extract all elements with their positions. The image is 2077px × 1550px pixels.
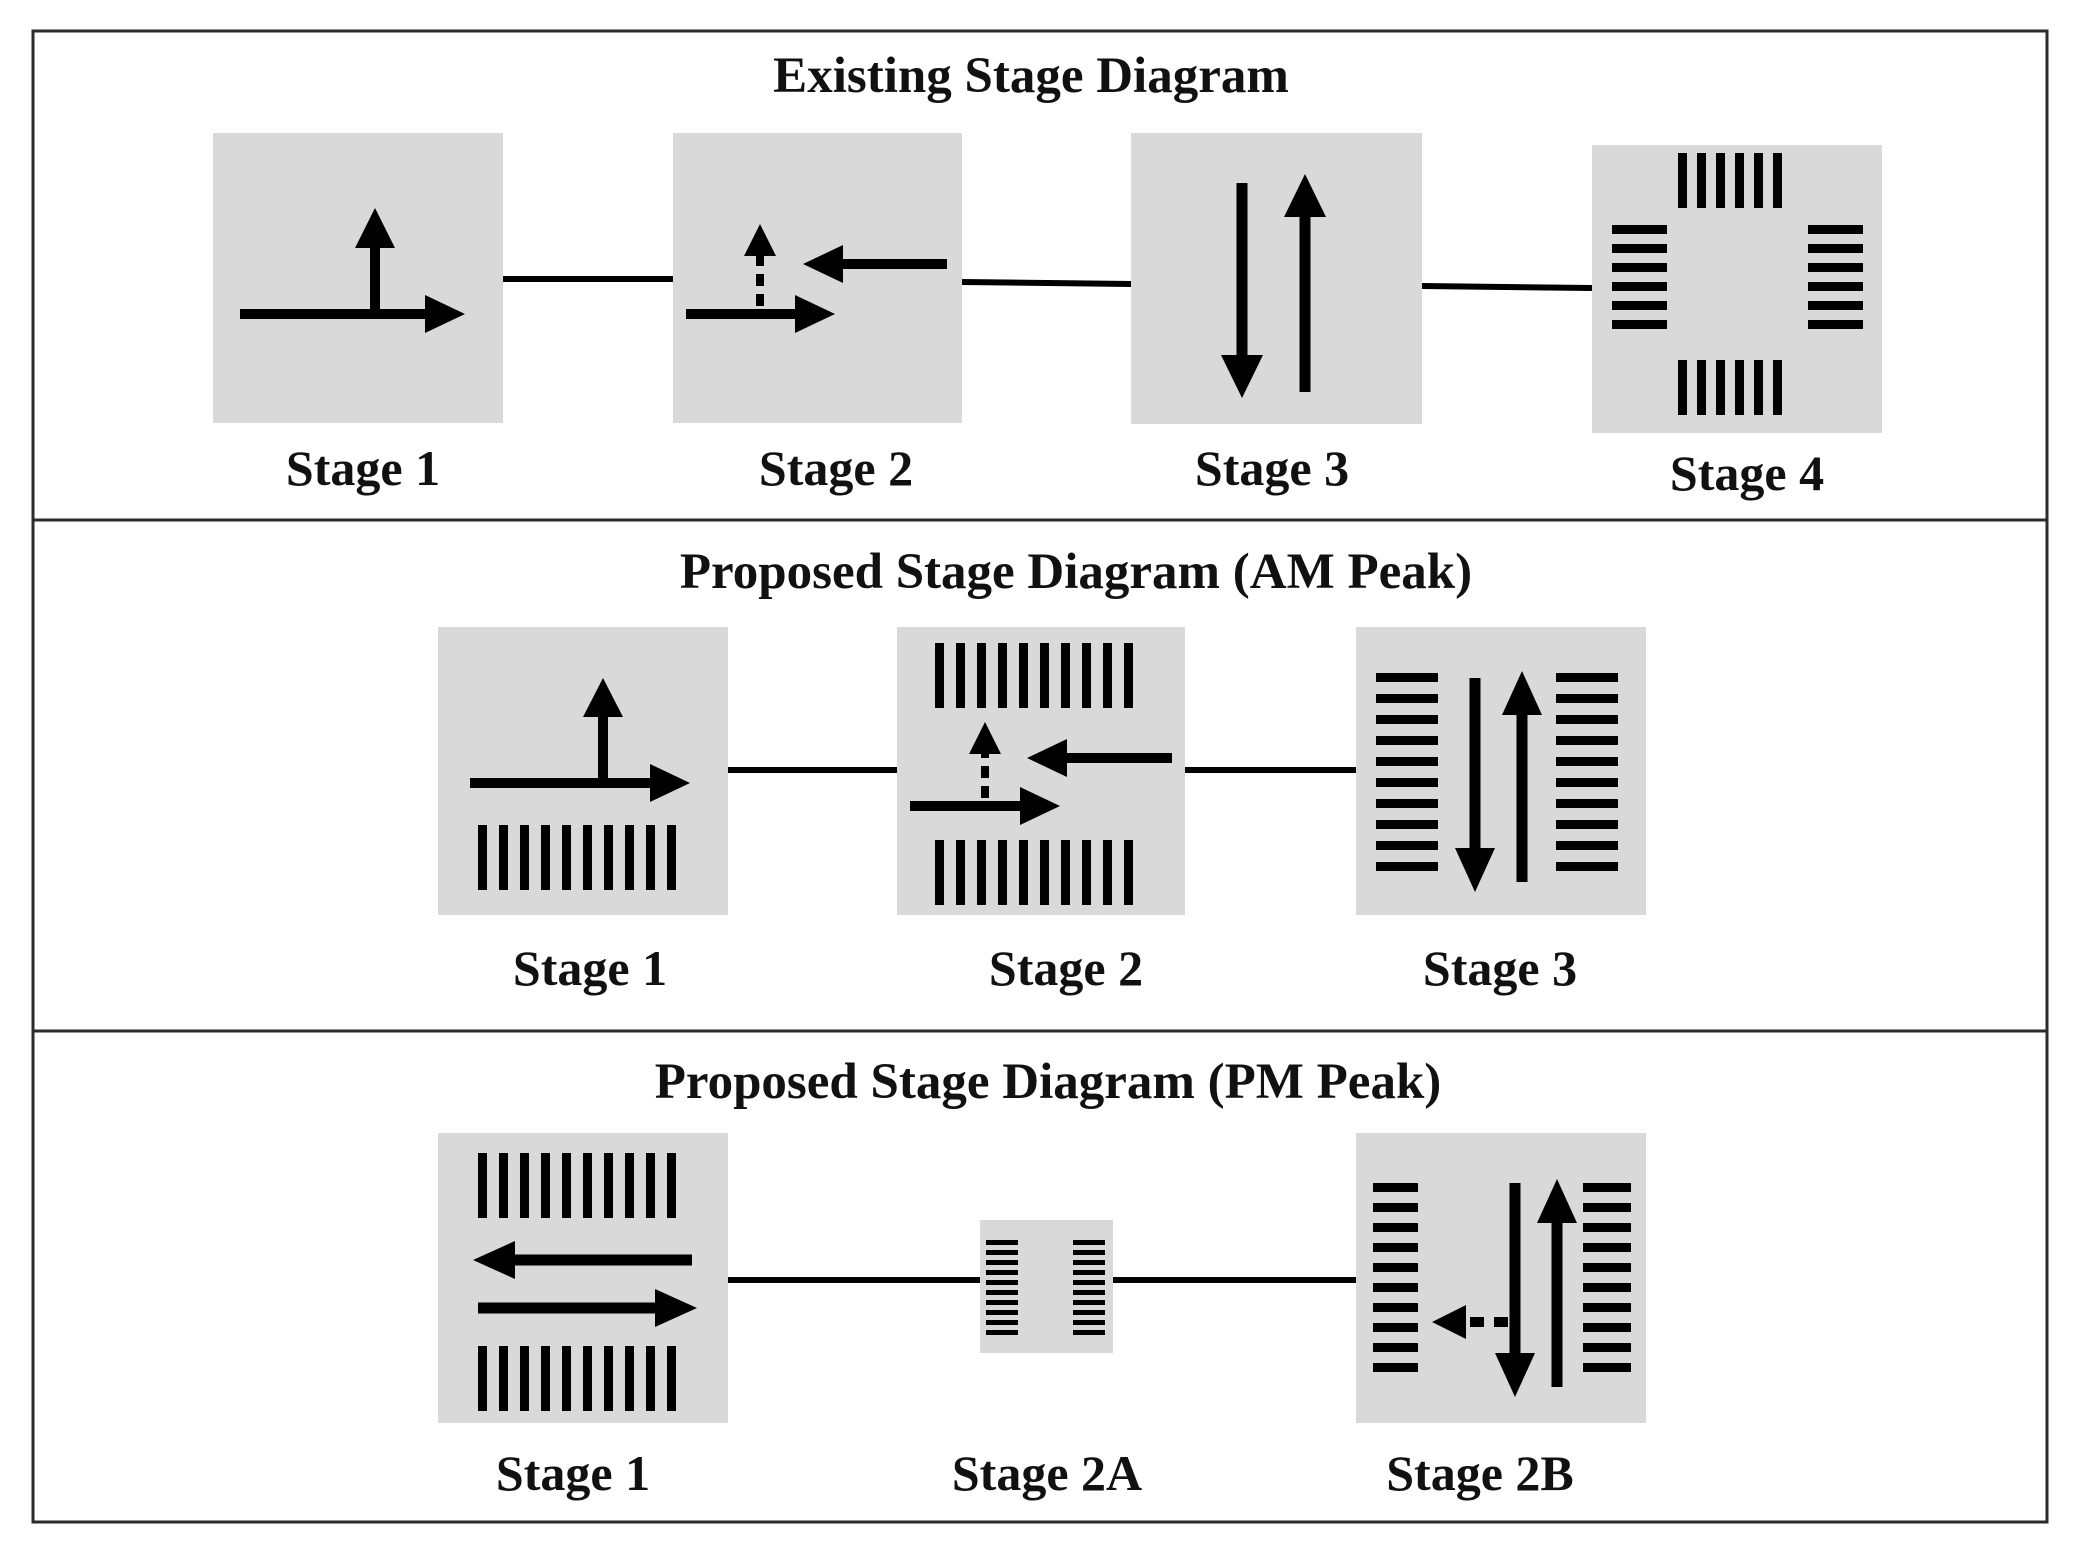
stage-label: Stage 1	[496, 1445, 650, 1501]
dashed-left-turn-arrow	[744, 224, 776, 306]
panel-existing: Existing Stage Diagram Stage 1	[213, 48, 1882, 501]
stage-label: Stage 3	[1195, 440, 1349, 496]
pedestrian-crossing-south	[478, 1346, 676, 1411]
stage-box	[1356, 627, 1646, 915]
stage-label: Stage 2	[759, 440, 913, 496]
pedestrian-crossing-north	[478, 1153, 676, 1218]
eastbound-through-arrow	[240, 295, 465, 333]
stage-connector	[1421, 283, 1593, 291]
stage-box	[1131, 133, 1422, 424]
pedestrian-crossing-west	[1612, 225, 1667, 329]
pedestrian-crossing-west	[1373, 1183, 1418, 1372]
pedestrian-crossing-south	[1678, 360, 1782, 415]
stage-box	[897, 627, 1185, 915]
stage-label: Stage 2B	[1386, 1445, 1574, 1501]
dashed-right-turn-arrow	[1432, 1305, 1508, 1339]
stage-box	[980, 1220, 1113, 1353]
pedestrian-crossing-east	[1808, 225, 1863, 329]
pedestrian-crossing-north	[1678, 153, 1782, 208]
stage-box	[213, 133, 503, 423]
stage-box	[673, 133, 962, 423]
stage-label: Stage 3	[1423, 940, 1577, 996]
pedestrian-crossing-north	[935, 643, 1133, 708]
stage-box	[1592, 145, 1882, 433]
stage-label: Stage 1	[286, 440, 440, 496]
pedestrian-crossing-east	[1583, 1183, 1631, 1372]
eastbound-arrow	[478, 1289, 697, 1327]
stage-connector	[961, 279, 1132, 287]
westbound-through-arrow	[803, 245, 947, 283]
stage-box	[438, 627, 728, 915]
panel-pm-peak: Proposed Stage Diagram (PM Peak)	[438, 1054, 1646, 1501]
southbound-arrow	[1495, 1183, 1535, 1397]
eastbound-through-arrow	[686, 295, 835, 333]
dashed-left-turn-arrow	[969, 722, 1001, 798]
northbound-arrow	[1502, 671, 1542, 882]
stage-box	[1356, 1133, 1646, 1423]
northbound-arrow	[1284, 174, 1326, 392]
stage-label: Stage 2A	[952, 1445, 1142, 1501]
pedestrian-crossing-west	[986, 1240, 1018, 1335]
westbound-through-arrow	[1027, 739, 1172, 777]
stage-box	[438, 1133, 728, 1423]
pedestrian-crossing-south	[935, 840, 1133, 905]
stage-label: Stage 2	[989, 940, 1143, 996]
eastbound-through-arrow	[470, 764, 690, 802]
figure-frame	[31, 29, 2049, 1524]
eastbound-through-arrow	[910, 787, 1060, 825]
northbound-left-turn-arrow	[583, 678, 623, 783]
panel-title: Existing Stage Diagram	[773, 48, 1289, 104]
pedestrian-crossing-west	[1376, 673, 1438, 871]
panel-title: Proposed Stage Diagram (AM Peak)	[680, 544, 1472, 600]
stage-label: Stage 1	[513, 940, 667, 996]
panel-title: Proposed Stage Diagram (PM Peak)	[655, 1054, 1442, 1110]
stage-label: Stage 4	[1670, 445, 1824, 501]
pedestrian-crossing-east	[1556, 673, 1618, 871]
southbound-arrow	[1221, 183, 1263, 398]
southbound-arrow	[1455, 678, 1495, 892]
northbound-arrow	[1537, 1179, 1577, 1387]
pedestrian-crossing-south	[478, 825, 676, 890]
pedestrian-crossing-east	[1073, 1240, 1105, 1335]
panel-am-peak: Proposed Stage Diagram (AM Peak) Stage 1	[438, 544, 1646, 996]
northbound-left-turn-arrow	[355, 208, 395, 314]
westbound-arrow	[473, 1241, 692, 1279]
